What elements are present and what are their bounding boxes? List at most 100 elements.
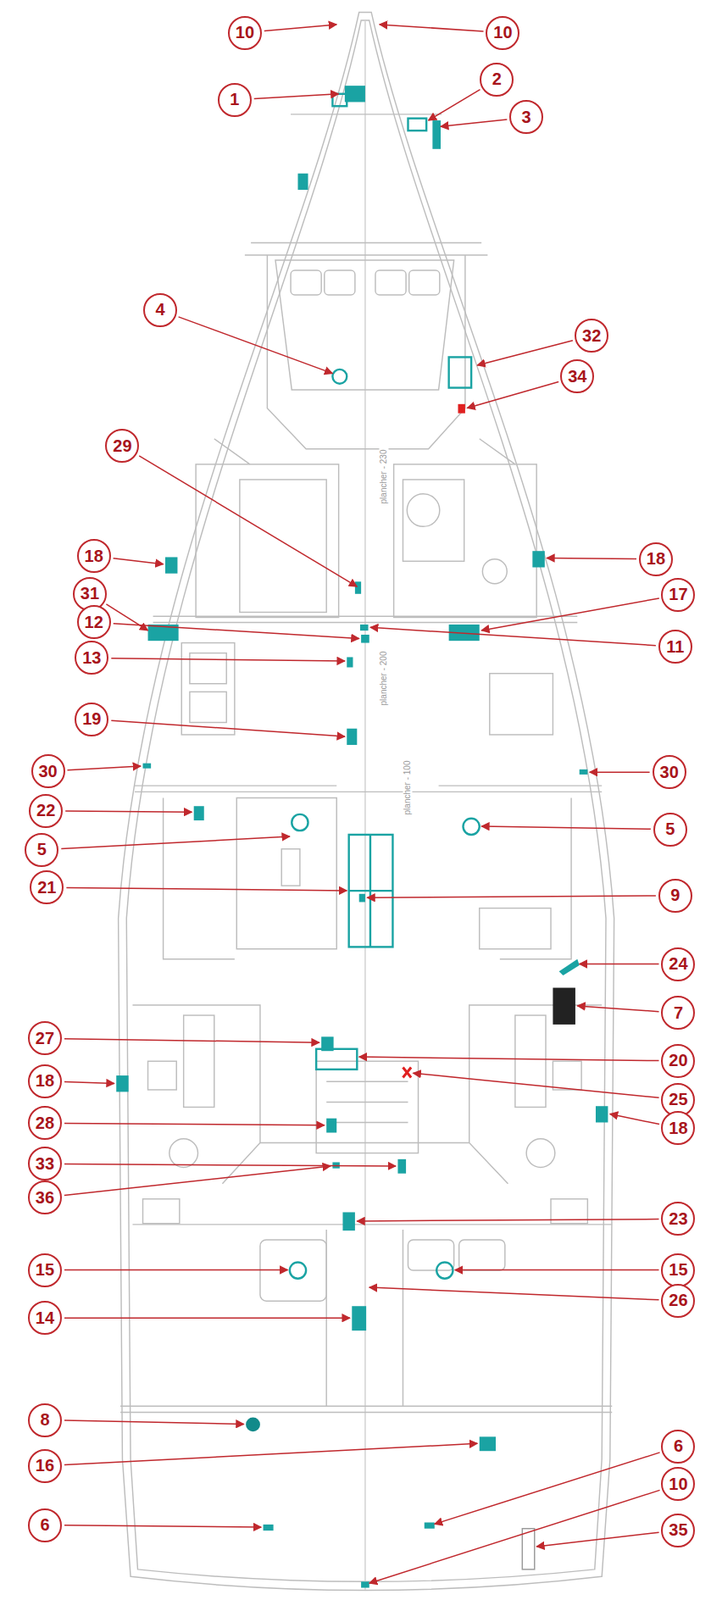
leader-line	[359, 1056, 660, 1061]
callout-circle: 10	[227, 16, 262, 50]
callout-number: 3	[522, 107, 532, 128]
leader-line	[65, 810, 192, 812]
leader-line	[111, 658, 345, 662]
callout-number: 14	[35, 1308, 55, 1328]
callout-number: 24	[668, 954, 688, 974]
leader-line	[64, 1443, 478, 1465]
callout-circle: 18	[661, 1110, 695, 1145]
callout-number: 15	[35, 1260, 55, 1280]
leader-line	[481, 598, 660, 631]
callout-circle: 36	[27, 1180, 62, 1215]
callout-number: 30	[38, 761, 57, 782]
callout-circle: 5	[24, 833, 59, 867]
callout-circle: 28	[27, 1105, 62, 1140]
callout-circle: 3	[509, 99, 544, 134]
leader-line	[370, 627, 656, 645]
callout-circle: 21	[29, 870, 64, 905]
leader-line	[138, 455, 357, 587]
callout-number: 28	[35, 1113, 55, 1134]
callout-circle: 12	[77, 605, 112, 639]
leader-line	[369, 1287, 660, 1300]
callout-circle: 14	[27, 1300, 62, 1335]
callout-number: 31	[80, 583, 100, 604]
callout-number: 6	[673, 1436, 684, 1456]
callout-circle: 13	[74, 640, 109, 675]
callout-circle: 1	[217, 83, 252, 117]
leader-line	[440, 119, 507, 127]
callout-circle: 9	[658, 878, 693, 913]
leader-line	[546, 557, 637, 559]
callout-circle: 7	[661, 995, 695, 1030]
callout-circle: 17	[661, 577, 695, 612]
leader-line	[536, 1532, 659, 1547]
leader-line	[113, 623, 360, 639]
callout-number: 34	[567, 366, 587, 387]
callout-circle: 8	[27, 1403, 62, 1438]
callout-circle: 15	[27, 1253, 62, 1288]
callout-number: 15	[668, 1260, 688, 1280]
leader-line	[105, 604, 148, 631]
floor-level-note: plancher - 230	[378, 447, 389, 506]
leader-line	[61, 836, 290, 849]
leader-line	[64, 1420, 245, 1424]
leader-line	[481, 826, 651, 829]
callout-number: 26	[668, 1290, 688, 1311]
callout-circle: 29	[105, 428, 139, 463]
callout-circle: 11	[658, 629, 693, 664]
callout-number: 13	[82, 648, 101, 668]
callout-circle: 30	[652, 755, 687, 789]
leader-line	[178, 316, 334, 374]
callout-circle: 18	[77, 538, 112, 573]
callout-circle: 27	[27, 1021, 62, 1056]
callout-circle: 35	[661, 1513, 695, 1548]
leader-line	[64, 1164, 396, 1167]
callout-number: 30	[660, 762, 679, 783]
callout-number: 21	[37, 877, 56, 898]
callout-number: 23	[668, 1209, 688, 1229]
callout-number: 10	[235, 22, 255, 43]
callout-circle: 6	[661, 1429, 695, 1464]
callout-number: 7	[673, 1003, 684, 1023]
leader-line	[577, 1005, 659, 1012]
callout-circle: 30	[31, 754, 66, 789]
callout-circle: 19	[74, 702, 109, 737]
callout-number: 6	[39, 1515, 50, 1535]
floor-level-note: plancher - 200	[378, 649, 389, 708]
callout-circle: 33	[27, 1146, 62, 1181]
callout-number: 12	[84, 612, 104, 633]
callout-number: 1	[229, 89, 239, 110]
leader-line	[67, 766, 142, 771]
callout-number: 8	[39, 1410, 50, 1430]
leader-line	[64, 1123, 325, 1126]
callout-number: 20	[668, 1050, 688, 1071]
callout-number: 9	[670, 885, 680, 906]
leader-line	[610, 1114, 660, 1125]
leader-line	[111, 720, 345, 737]
callout-number: 2	[492, 69, 502, 89]
callout-circle: 4	[143, 293, 178, 328]
callout-number: 36	[35, 1188, 55, 1208]
leader-line	[264, 24, 337, 32]
floor-level-note: plancher - 100	[403, 758, 413, 817]
leader-line	[455, 1269, 660, 1272]
callout-circle: 16	[27, 1449, 62, 1484]
callout-circle: 23	[661, 1201, 695, 1236]
callout-circle: 26	[661, 1283, 695, 1318]
callout-number: 27	[35, 1028, 55, 1049]
callout-circle: 15	[661, 1253, 695, 1288]
callout-circle: 18	[27, 1064, 62, 1099]
leader-line	[434, 1452, 661, 1525]
callout-number: 4	[155, 299, 165, 320]
callout-number: 32	[582, 326, 601, 346]
callout-number: 35	[668, 1520, 688, 1540]
callout-circle: 22	[28, 794, 63, 828]
callout-number: 22	[36, 800, 56, 821]
callout-circle: 34	[560, 359, 595, 394]
leader-line	[379, 24, 484, 32]
leader-line	[64, 1525, 262, 1528]
callout-circle: 18	[638, 542, 673, 577]
leader-line	[64, 1038, 320, 1044]
callout-circle: 24	[661, 947, 695, 982]
leader-line	[64, 1082, 115, 1084]
